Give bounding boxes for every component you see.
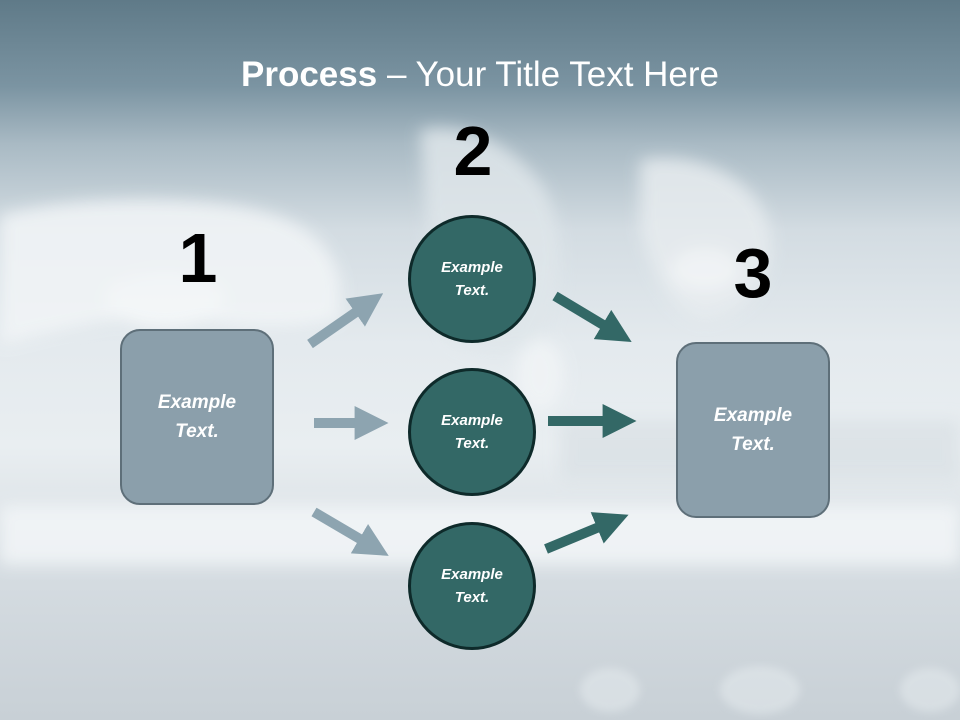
step-number-2: 2	[453, 112, 493, 190]
slide-title: Process – Your Title Text Here	[0, 52, 960, 98]
circle-bottom-line1: Example	[441, 566, 503, 583]
circle-middle-line1: Example	[441, 412, 503, 429]
circle-top-line2: Text.	[454, 282, 490, 299]
step-number-1: 1	[178, 219, 218, 297]
circle-bottom-line2: Text.	[454, 589, 490, 606]
step-1-box-line1: Example	[157, 392, 237, 413]
circle-top-line1: Example	[441, 259, 503, 276]
step-3-box-line1: Example	[713, 405, 793, 426]
step-3-box-line2: Text.	[731, 434, 775, 455]
step-number-3: 3	[733, 234, 773, 312]
arrow-box1-to-circle-top	[307, 293, 384, 349]
title-rest: – Your Title Text Here	[377, 55, 719, 94]
step-1-box-line2: Text.	[175, 421, 219, 442]
arrow-circle-bottom-to-box3	[544, 512, 629, 554]
circle-middle-line2: Text.	[454, 435, 490, 452]
arrow-box1-to-circle-bottom	[311, 507, 389, 556]
arrow-circle-top-to-box3	[552, 291, 632, 342]
title-bold: Process	[241, 55, 378, 94]
